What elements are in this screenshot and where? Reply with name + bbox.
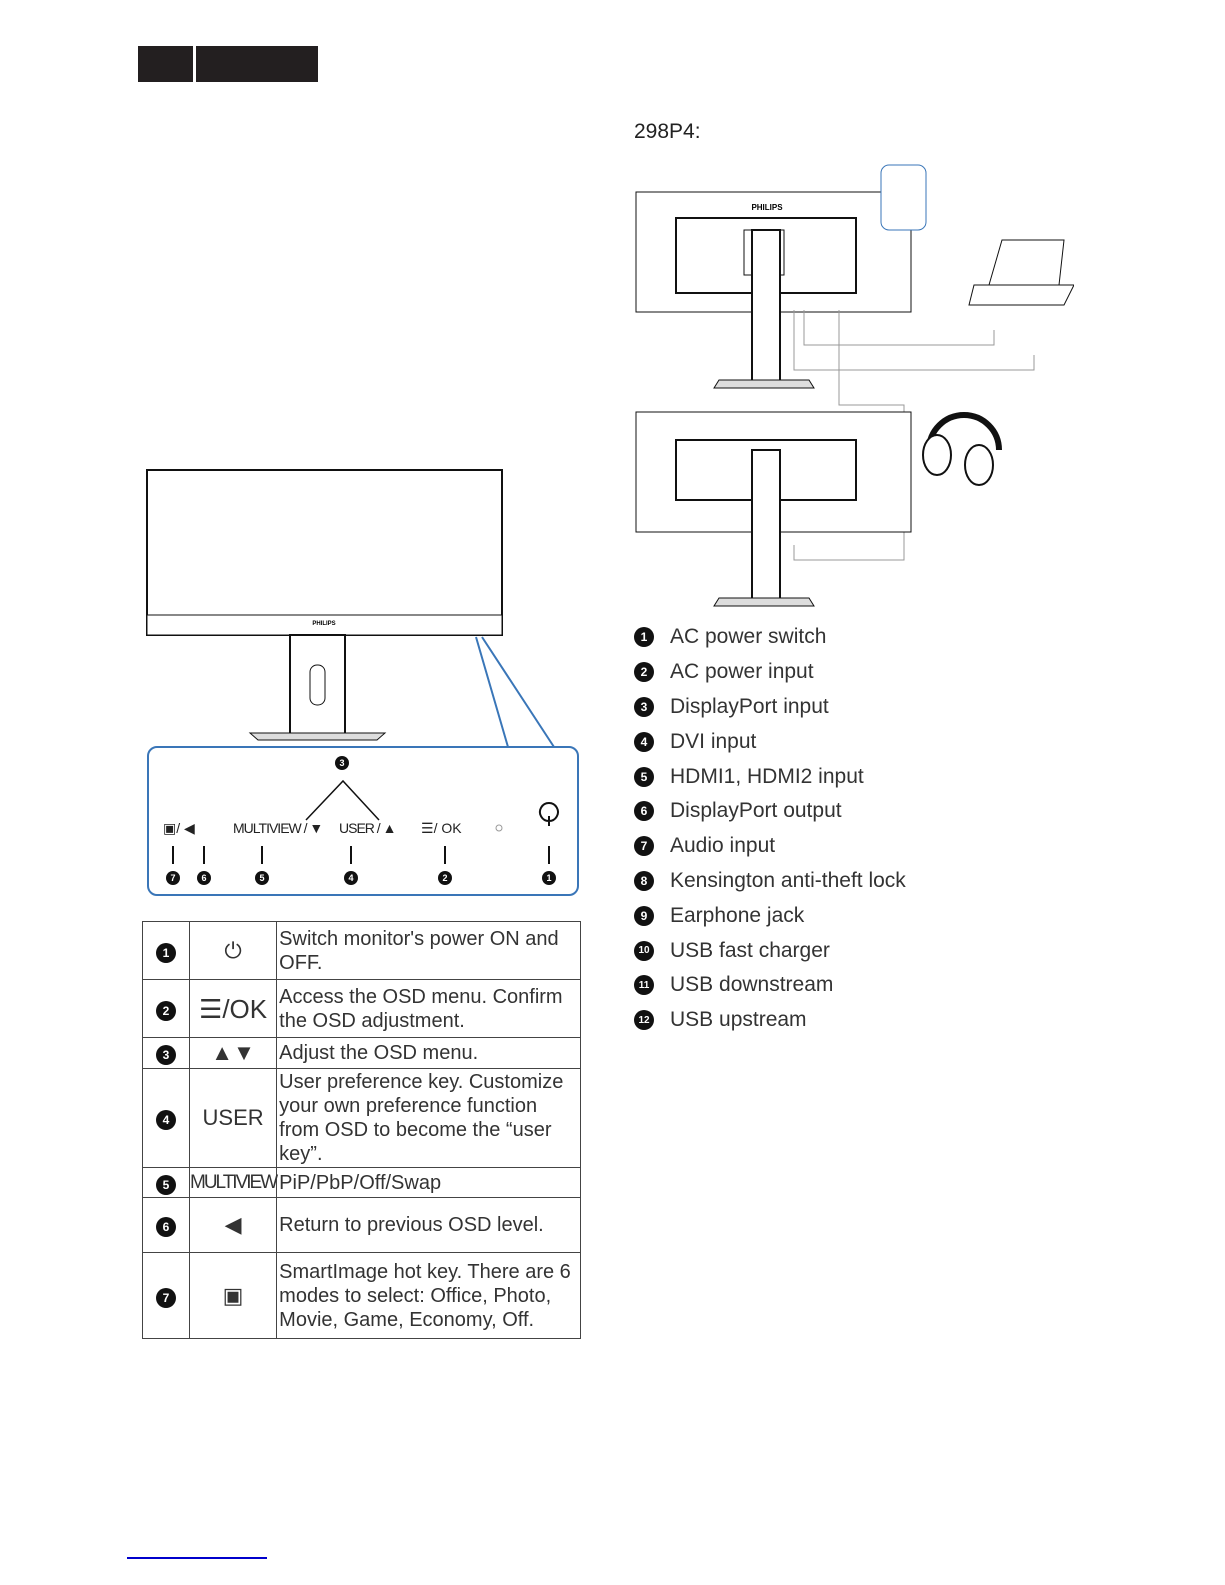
marker-2: 2 [438, 871, 452, 885]
marker-4: 4 [344, 871, 358, 885]
power-icon: ⏻ [188, 921, 278, 980]
table-row: 6◀Return to previous OSD level. [142, 1197, 581, 1253]
model-heading: 298P4: [634, 120, 701, 143]
header-tab-block [138, 46, 193, 82]
smartimage-back-button[interactable]: ▣/ ◀ [163, 820, 195, 836]
menu-ok-button[interactable]: ☰/ OK [421, 820, 462, 836]
controls-table: 1⏻Switch monitor's power ON and OFF. 2☰/… [142, 921, 581, 1339]
table-row: 7▣SmartImage hot key. There are 6 modes … [142, 1252, 581, 1339]
user-up-button[interactable]: USER / ▲ [339, 820, 396, 836]
marker-6: 6 [197, 871, 211, 885]
rear-connection-diagram: PHILIPS [635, 164, 1074, 607]
front-brand: PHILIPS [312, 621, 335, 627]
marker-7: 7 [166, 871, 180, 885]
rear-brand: PHILIPS [751, 203, 783, 212]
multiview-down-button[interactable]: MULTIVIEW / ▼ [233, 820, 323, 836]
menu-icon: ☰ [199, 993, 223, 1024]
marker-5: 5 [255, 871, 269, 885]
footer-link-underline[interactable] [127, 1557, 267, 1559]
table-row: 3▲▼Adjust the OSD menu. [142, 1037, 581, 1069]
header-title-block [196, 46, 318, 82]
marker-1: 1 [542, 871, 556, 885]
monitor-front-illustration: PHILIPS [146, 469, 555, 748]
control-buttons-panel: 3 ▣/ ◀ MULTIVIEW / ▼ USER / ▲ ☰/ OK 7 6 … [147, 746, 579, 896]
smartimage-icon: ▣ [188, 1252, 278, 1339]
table-row: 1⏻Switch monitor's power ON and OFF. [142, 921, 581, 980]
marker-3: 3 [335, 756, 349, 770]
